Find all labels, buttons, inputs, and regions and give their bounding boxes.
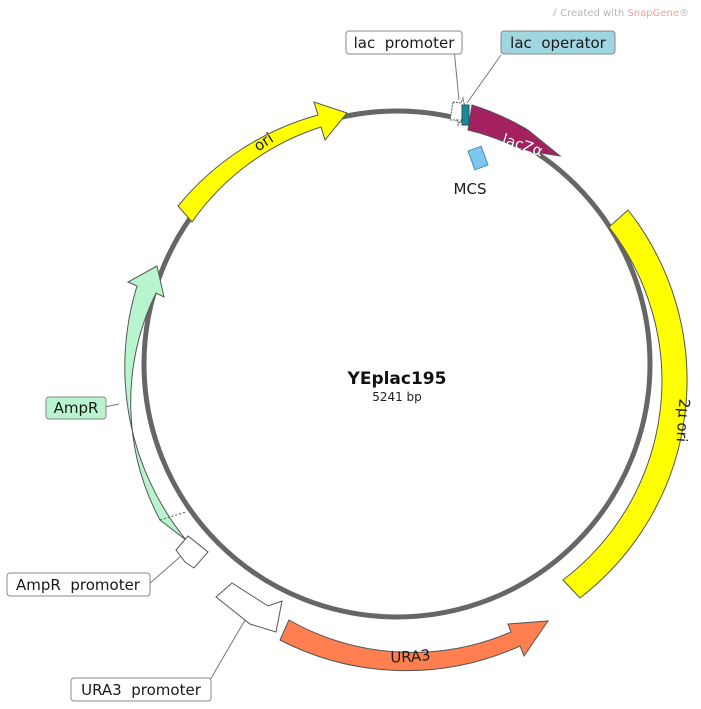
lacZ-feature[interactable] <box>467 104 562 157</box>
plasmid-name: YEplac195 <box>347 369 447 389</box>
ampR-promoter-feature[interactable] <box>175 535 209 569</box>
ampR-label: AmpR <box>54 399 99 417</box>
lac-operator-feature[interactable] <box>461 104 470 126</box>
two-micron-ori-feature[interactable] <box>562 209 688 599</box>
lac-promoter-label-box <box>345 30 463 55</box>
ura3-label: URA3 <box>390 646 431 666</box>
lac-promoter-label: lac promoter <box>354 34 456 52</box>
ura3-promoter-label: URA3 promoter <box>81 681 202 699</box>
lac-promoter-leader <box>453 48 460 101</box>
ampR-promoter-leader <box>147 555 182 586</box>
lac-operator-leader <box>466 54 502 104</box>
ura3-promoter-leader <box>209 619 246 681</box>
snapgene-logo-icon: ⫽ <box>552 8 558 19</box>
ura3-promoter-label-box <box>70 677 212 702</box>
plasmid-length: 5241 bp <box>372 390 422 404</box>
mcs-feature[interactable] <box>467 145 489 171</box>
ampR-leader <box>104 403 120 408</box>
lac-operator-label: lac operator <box>510 34 606 52</box>
two-micron-ori-label: 2µ ori <box>672 398 693 443</box>
plasmid-backbone <box>141 108 653 620</box>
snapgene-watermark: ⫽ Created with SnapGene® <box>552 8 689 19</box>
ura3-promoter-feature[interactable] <box>215 582 283 633</box>
mcs-label: MCS <box>454 180 487 198</box>
ori-feature[interactable] <box>177 101 348 223</box>
ampR-promoter-label: AmpR promoter <box>16 576 141 594</box>
ampR-feature[interactable] <box>124 265 187 541</box>
ampR-label-box <box>45 396 107 420</box>
ura3-feature[interactable] <box>279 619 550 672</box>
ampR-segment-divider <box>159 511 187 521</box>
ampR-promoter-label-box <box>6 572 151 597</box>
lac-operator-label-box <box>500 30 616 55</box>
